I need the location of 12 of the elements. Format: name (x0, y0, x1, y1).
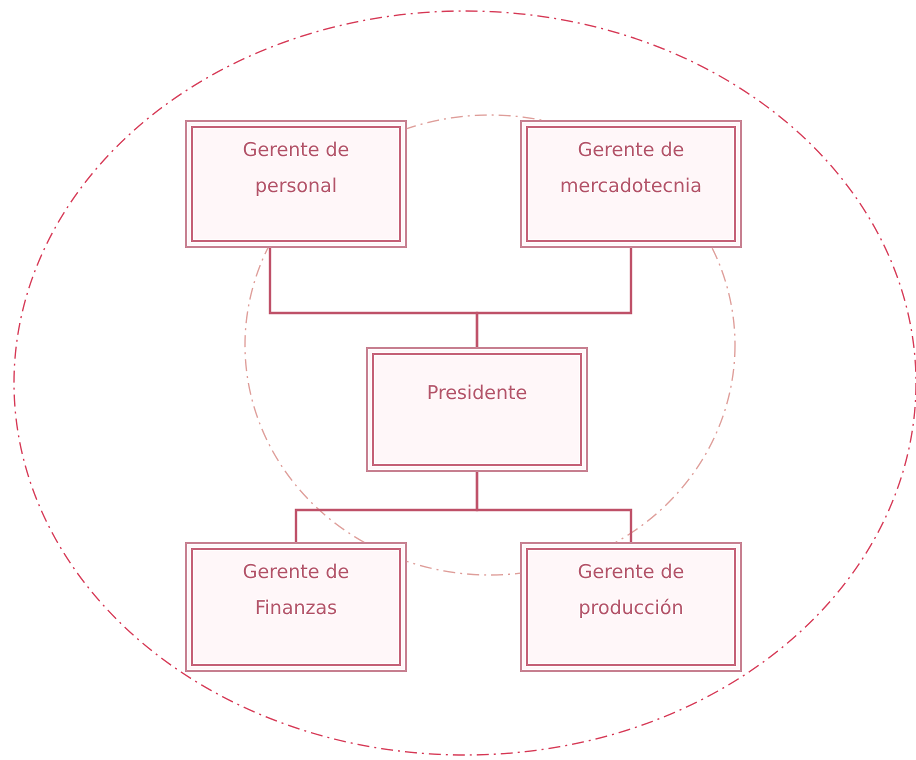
org-box (185, 542, 407, 672)
role-label: Gerente de producción (576, 560, 686, 621)
org-box (520, 542, 742, 672)
role-label: Gerente de Finanzas (242, 560, 350, 621)
connector-line (476, 472, 632, 542)
org-box (366, 347, 588, 472)
org-box (185, 120, 407, 248)
role-label: Gerente de mercadotecnia (559, 138, 703, 199)
role-label: Presidente (426, 381, 528, 406)
org-box (520, 120, 742, 248)
connector-line (476, 248, 632, 347)
role-label: Gerente de personal (242, 138, 350, 199)
